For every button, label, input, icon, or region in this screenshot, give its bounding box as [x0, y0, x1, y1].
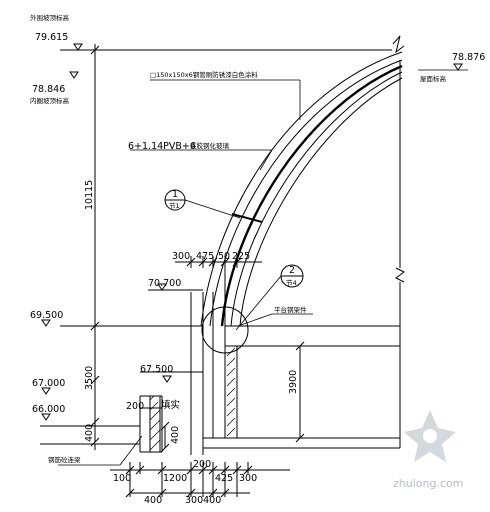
callout-2: 2 节4 [235, 264, 304, 331]
glass-roof-arcs [200, 35, 405, 327]
dim-top-50: 50 [218, 251, 230, 262]
dim-top-225: 225 [232, 251, 250, 262]
dim-bot-300: 300 [239, 473, 257, 484]
watermark-text: zhulong.com [393, 477, 463, 490]
annotation-leaders [58, 69, 468, 466]
callout-2-number: 2 [289, 265, 295, 276]
second-elevation-note: 内圈坡顶标高 [30, 96, 70, 105]
elevation-78846: 78.846 [32, 84, 65, 95]
callout-2-ref: 节4 [286, 279, 297, 287]
dim-bot2-300400: 300400 [185, 495, 221, 506]
column-fill-block [224, 345, 238, 439]
elevation-78876: 78.876 [452, 52, 485, 63]
dim-bot-1200: 1200 [163, 473, 187, 484]
labels: 外围坡顶标高 79.615 78.846 内圈坡顶标高 78.876 屋面标高 … [30, 13, 485, 506]
dim-3500: 3500 [84, 366, 95, 390]
detail-circle [201, 306, 249, 354]
rebar-note: 钢筋砼连梁 [48, 455, 81, 464]
dim-10115: 10115 [84, 180, 95, 210]
fill-note: 填实 [161, 399, 180, 411]
elevation-67000: 67.000 [32, 378, 65, 389]
dim-top-475: 475 [196, 251, 214, 262]
elevation-markers [41, 43, 463, 421]
callout-1-ref: 节1 [169, 202, 180, 210]
elevation-69500: 69.500 [30, 310, 63, 321]
concrete-hatch [149, 347, 236, 451]
dim-400-mid: 400 [170, 426, 181, 444]
dim-bot-425: 425 [215, 473, 233, 484]
right-elevation-note: 屋面标高 [420, 74, 447, 83]
elevation-79615: 79.615 [35, 32, 68, 43]
dim-400-left: 400 [84, 424, 95, 442]
callout-1: 1 节1 [164, 189, 241, 219]
dim-mid-200: 200 [126, 401, 144, 412]
slab-fill-block [149, 395, 161, 453]
top-elevation-note: 外围坡顶标高 [30, 13, 70, 22]
glass-note-suffix: 夹胶钢化玻璃 [190, 141, 230, 150]
platform-note: 平台钢架件 [274, 305, 307, 314]
dim-bot-200: 200 [193, 459, 211, 470]
elevation-70700: 70.700 [148, 278, 181, 289]
dim-top-300: 300 [172, 251, 190, 262]
glass-note: 6+1.14PVB+6 [128, 141, 196, 152]
dim-bot2-400: 400 [144, 495, 162, 506]
dim-bot-100: 100 [113, 473, 131, 484]
watermark-logo [404, 410, 456, 462]
elevation-67500: 67.500 [140, 364, 173, 375]
callout-1-number: 1 [172, 189, 178, 200]
elevation-66000: 66.000 [32, 404, 65, 415]
dim-3900: 3900 [288, 370, 299, 394]
tube-note: □150x150x6钢管刷防锈漆白色涂料 [150, 70, 258, 79]
